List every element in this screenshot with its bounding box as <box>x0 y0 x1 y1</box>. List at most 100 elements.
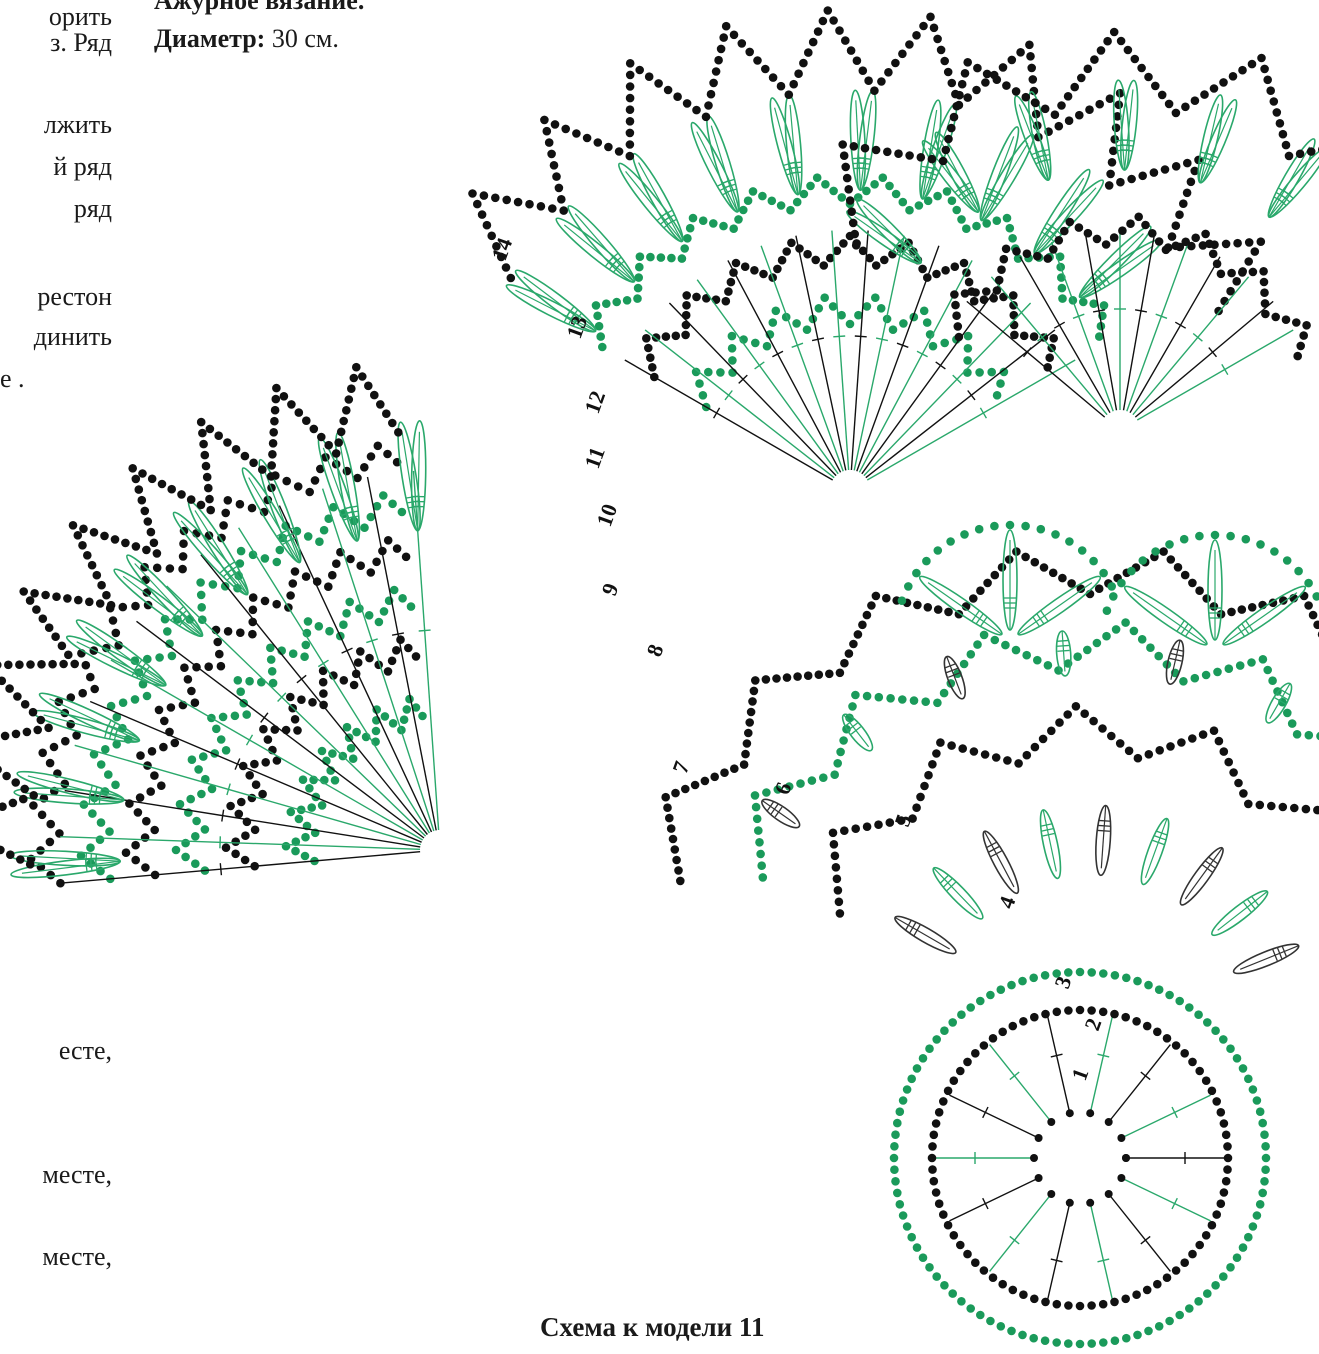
treble-stitch-stem <box>863 205 922 264</box>
chain-stitch-black <box>1022 249 1032 258</box>
chain-stitch-green <box>197 603 206 612</box>
chain-stitch-green <box>1294 566 1303 576</box>
chain-stitch-black <box>1171 1041 1181 1050</box>
chain-stitch-green <box>1033 655 1042 665</box>
double-crochet-line <box>850 230 869 471</box>
chain-stitch-black <box>880 255 889 265</box>
chain-stitch-black <box>302 416 311 426</box>
chain-stitch-black <box>982 287 991 296</box>
chain-stitch-black <box>1212 1210 1221 1219</box>
chain-stitch-green <box>221 746 231 755</box>
chain-stitch-green <box>1258 655 1268 664</box>
treble-stitch-bar <box>898 240 908 251</box>
chain-stitch-green <box>1255 1107 1265 1116</box>
chain-stitch-black <box>1180 1049 1189 1058</box>
chain-stitch-black <box>642 334 651 343</box>
chain-stitch-green <box>1179 534 1189 544</box>
chain-stitch-black <box>1209 84 1219 93</box>
chain-stitch-black <box>1104 181 1114 190</box>
chain-stitch-black <box>885 818 895 827</box>
chain-stitch-black <box>704 101 713 110</box>
chain-stitch-green <box>633 294 642 303</box>
chain-stitch-black <box>952 311 961 321</box>
chain-stitch-green <box>319 525 329 535</box>
chain-stitch-black <box>206 505 215 515</box>
chain-stitch-black <box>45 758 55 768</box>
chain-stitch-black <box>1221 1176 1231 1186</box>
chain-stitch-green <box>1226 1263 1235 1272</box>
chain-stitch-black <box>1138 171 1147 181</box>
chain-stitch-black <box>1234 778 1243 788</box>
double-crochet-line <box>136 620 425 839</box>
chain-stitch-green <box>1122 973 1131 983</box>
chain-stitch-black <box>166 703 176 712</box>
chain-stitch-black <box>231 849 240 859</box>
chain-stitch-green <box>352 727 361 737</box>
chain-stitch-black <box>1157 90 1167 100</box>
treble-stitch-stem <box>134 563 203 637</box>
chain-stitch-black <box>344 395 354 404</box>
chain-stitch-black <box>477 210 487 219</box>
chain-stitch-black <box>1070 82 1079 92</box>
treble-stitch-bar <box>345 505 358 509</box>
chain-stitch-black <box>1011 87 1021 96</box>
chain-stitch-black <box>66 693 76 702</box>
chain-stitch-black <box>240 451 250 461</box>
left-text-fragment: динить <box>33 322 112 351</box>
double-crochet-bar <box>341 647 353 654</box>
treble-stitch-bar <box>857 166 870 170</box>
chain-stitch-black <box>356 647 365 656</box>
chain-stitch-green <box>1260 1177 1269 1186</box>
chain-stitch-green <box>862 302 872 311</box>
chain-stitch-black <box>961 602 971 611</box>
chain-stitch-black <box>1019 1290 1028 1299</box>
chain-stitch-black <box>376 400 385 409</box>
chain-stitch-green <box>192 816 201 826</box>
chain-stitch-green <box>836 747 845 757</box>
treble-stitch-bar <box>895 237 905 247</box>
chain-stitch-black <box>1022 750 1032 760</box>
chain-stitch-black <box>0 676 7 686</box>
chain-stitch-black <box>918 264 927 274</box>
chain-stitch-black <box>248 617 257 627</box>
chain-stitch-green <box>142 691 152 701</box>
chain-stitch-black <box>860 143 870 153</box>
double-crochet-bar <box>1022 347 1032 358</box>
double-crochet-line <box>366 476 437 831</box>
treble-stitch-bar <box>789 171 803 174</box>
chain-stitch-black <box>146 787 155 796</box>
chain-stitch-black <box>271 394 281 404</box>
treble-stitch <box>1198 98 1238 184</box>
treble-stitch-bar <box>1036 613 1045 625</box>
chain-stitch-black <box>356 561 366 570</box>
left-text-fragment: й ряд <box>53 152 112 181</box>
double-crochet-line <box>1089 1016 1113 1114</box>
chain-stitch-green <box>1190 673 1200 683</box>
chain-stitch-black <box>347 384 356 394</box>
chain-stitch-black <box>625 151 635 161</box>
center-ring-dot <box>1047 1118 1056 1126</box>
chain-stitch-green <box>1107 582 1116 591</box>
chain-stitch-black <box>1227 268 1236 278</box>
chain-stitch-black <box>997 265 1006 275</box>
chain-stitch-green <box>907 1074 916 1084</box>
treble-stitch-bar <box>1098 824 1111 827</box>
chain-stitch-black <box>927 154 937 164</box>
chain-stitch-black <box>142 545 151 555</box>
double-crochet-bar <box>1208 347 1218 358</box>
chain-stitch-black <box>1153 1279 1162 1289</box>
chain-stitch-black <box>1116 177 1125 187</box>
chain-stitch-green <box>748 187 758 196</box>
chain-stitch-green <box>1087 1339 1096 1348</box>
chain-stitch-green <box>315 537 324 546</box>
chain-stitch-black <box>710 772 719 782</box>
chain-stitch-black <box>411 652 421 661</box>
chain-stitch-black <box>960 289 970 298</box>
chain-stitch-green <box>975 368 984 377</box>
chain-stitch-black <box>1304 601 1313 610</box>
chain-stitch-black <box>828 828 838 838</box>
chain-stitch-black <box>286 591 295 600</box>
chain-stitch-green <box>594 321 604 331</box>
chain-stitch-black <box>1281 315 1291 325</box>
treble-stitch-bar <box>1057 644 1070 647</box>
